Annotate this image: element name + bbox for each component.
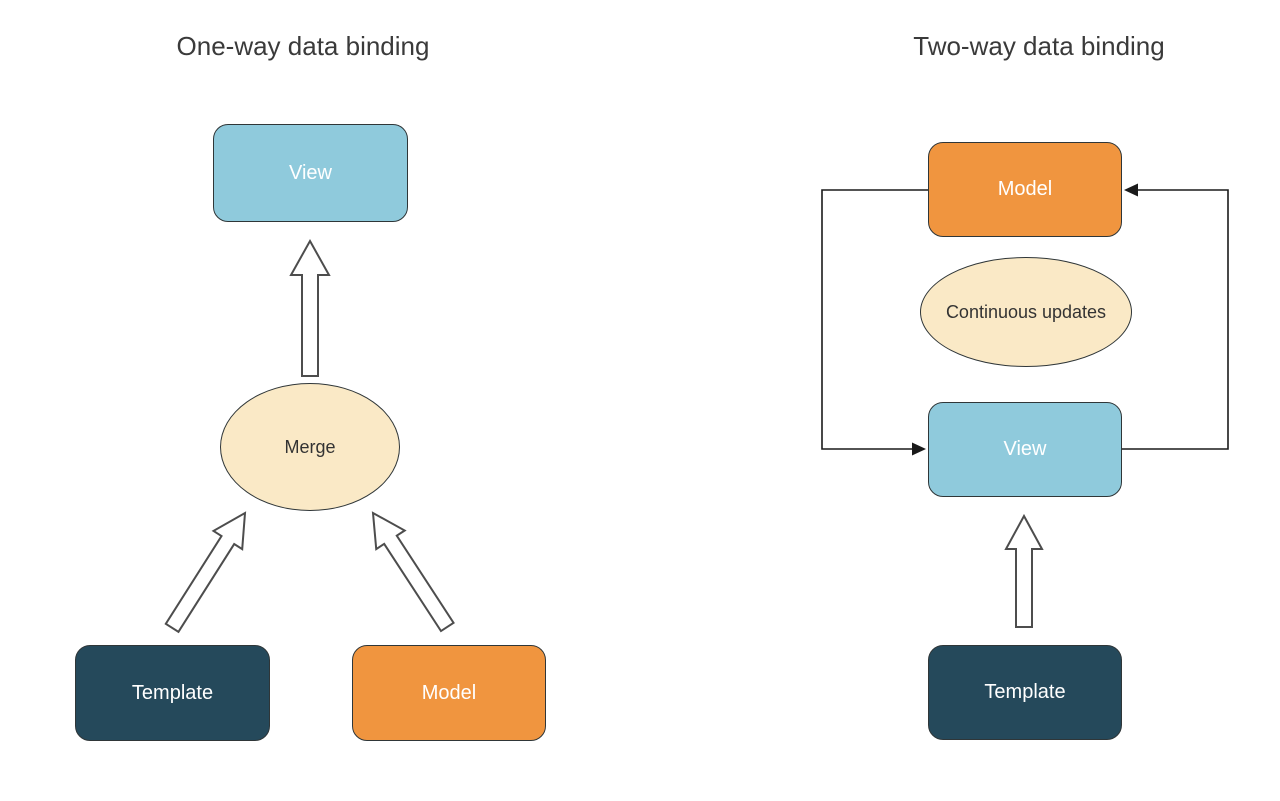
two-way-diagram-title: Two-way data binding <box>913 31 1165 61</box>
one-way-merge-label: Merge <box>284 436 336 457</box>
model-to-view-arrowhead-icon <box>912 442 926 456</box>
model-to-view-loop-connector <box>821 189 928 450</box>
two-way-continuous-updates-ellipse: Continuous updates <box>920 257 1132 367</box>
two-way-model-node: Model <box>928 142 1122 237</box>
two-way-template-node: Template <box>928 645 1122 740</box>
two-way-view-label: View <box>1003 438 1047 460</box>
two-way-view-node: View <box>928 402 1122 497</box>
one-way-view-node: View <box>213 124 408 222</box>
model-to-merge-block-arrow <box>371 511 455 633</box>
view-to-model-arrowhead-icon <box>1124 183 1138 197</box>
one-way-template-node: Template <box>75 645 270 741</box>
one-way-diagram-title: One-way data binding <box>176 31 430 61</box>
one-way-model-node: Model <box>352 645 546 741</box>
template-to-merge-block-arrow <box>164 511 247 634</box>
two-way-template-label: Template <box>984 681 1066 703</box>
template-to-view-block-arrow <box>1004 513 1044 628</box>
view-to-model-loop-connector <box>1122 189 1229 450</box>
one-way-merge-ellipse: Merge <box>220 383 400 511</box>
one-way-model-label: Model <box>421 681 477 704</box>
one-way-template-label: Template <box>131 681 214 704</box>
two-way-continuous-updates-label: Continuous updates <box>945 301 1107 322</box>
two-way-model-label: Model <box>997 178 1053 200</box>
merge-to-view-block-arrow <box>289 238 331 377</box>
one-way-view-label: View <box>289 161 332 184</box>
